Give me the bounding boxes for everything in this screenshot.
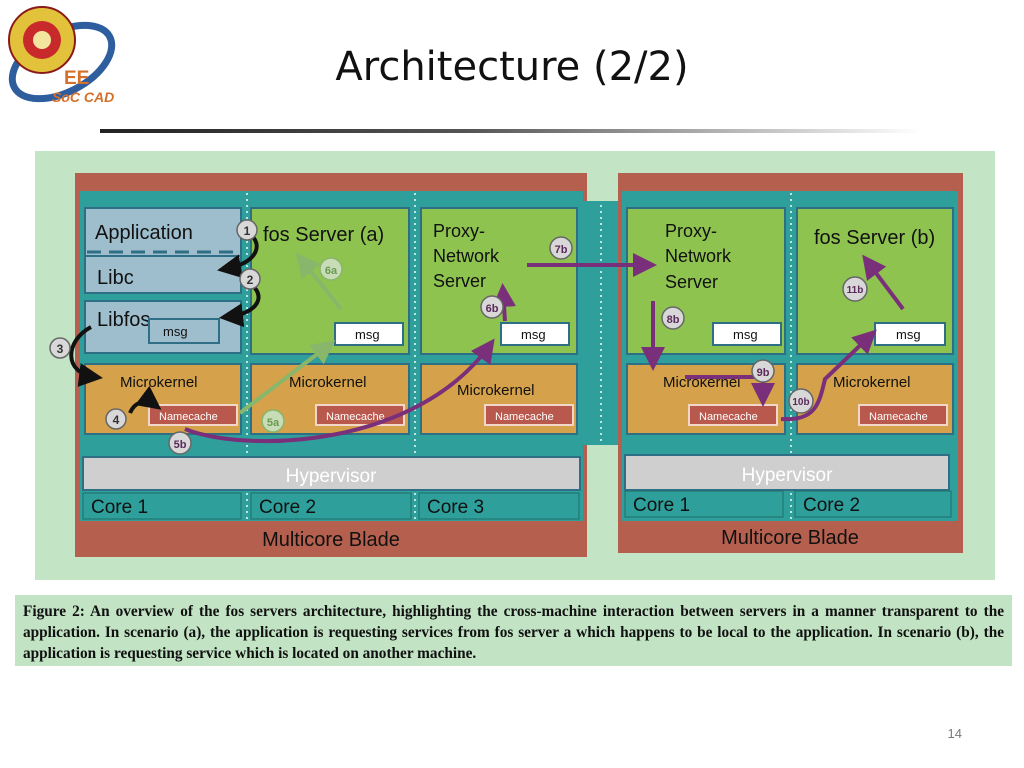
svg-text:11b: 11b — [847, 285, 864, 296]
namecache-b2-label: Namecache — [869, 411, 928, 423]
application-label: Application — [95, 222, 193, 244]
fos-server-a-label: fos Server (a) — [263, 224, 384, 246]
libc-label: Libc — [97, 267, 134, 289]
microkernel-a2-label: Microkernel — [289, 374, 367, 391]
arrow-step-4 — [128, 385, 162, 414]
badge-6a: 6a — [319, 257, 343, 281]
step-badges: 1 2 3 4 5a 5b 6a 6b 7b 8b 9b 10b 11b — [49, 219, 868, 455]
machine-a: Application Libc Libfos msg fos Server (… — [75, 173, 587, 557]
proxy-a-line-1: Proxy- — [433, 221, 485, 241]
hypervisor-a-label: Hypervisor — [286, 466, 377, 487]
svg-text:6b: 6b — [486, 303, 499, 315]
badge-7b: 7b — [549, 236, 573, 260]
core-a3 — [418, 492, 580, 520]
msg-label-proxy-b: msg — [733, 327, 758, 342]
proxy-a-line-3: Server — [433, 271, 486, 291]
svg-text:4: 4 — [113, 413, 120, 427]
msg-box-libfos — [148, 318, 220, 344]
badge-4: 4 — [105, 408, 127, 430]
arrow-step-3 — [69, 325, 103, 387]
logo-soc-cad-text: SoC CAD — [52, 89, 114, 105]
title-divider — [100, 129, 920, 133]
badge-2: 2 — [239, 268, 261, 290]
svg-text:6a: 6a — [325, 265, 338, 277]
namecache-a3 — [484, 404, 574, 426]
machine-b: Proxy- Network Server msg fos Server (b)… — [618, 173, 963, 553]
core-b2 — [794, 490, 952, 518]
badge-9b: 9b — [751, 359, 775, 383]
arrow-step-11b — [862, 254, 905, 311]
namecache-b2 — [858, 404, 948, 426]
hypervisor-b — [624, 454, 950, 491]
arrow-step-10b — [780, 329, 877, 422]
proxy-a-line-2: Network — [433, 246, 500, 266]
application-box — [84, 207, 242, 257]
arrow-step-5b — [184, 338, 495, 444]
svg-text:2: 2 — [247, 273, 254, 287]
namecache-a1 — [148, 404, 238, 426]
core-a1-label: Core 1 — [91, 497, 148, 518]
svg-text:5b: 5b — [174, 439, 187, 451]
namecache-a1-label: Namecache — [159, 411, 218, 423]
figure-caption: Figure 2: An overview of the fos servers… — [23, 603, 1004, 662]
slide-title: Architecture (2/2) — [335, 44, 689, 90]
libc-box — [84, 255, 242, 294]
msg-box-proxy-b — [712, 322, 782, 346]
msg-label-libfos: msg — [163, 324, 188, 339]
svg-text:10b: 10b — [792, 397, 809, 408]
badge-1: 1 — [236, 219, 258, 241]
core-a2-label: Core 2 — [259, 497, 316, 518]
svg-text:3: 3 — [57, 342, 64, 356]
badge-5b: 5b — [168, 431, 192, 455]
msg-label-fos-a: msg — [355, 327, 380, 342]
hypervisor-a — [82, 456, 581, 491]
svg-text:8b: 8b — [667, 314, 680, 326]
core-b1-label: Core 1 — [633, 495, 690, 516]
proxy-b-line-2: Network — [665, 246, 732, 266]
blade-a-label: Multicore Blade — [262, 529, 400, 551]
core-a3-label: Core 3 — [427, 497, 484, 518]
arrow-step-6b — [492, 283, 517, 322]
svg-text:5a: 5a — [267, 417, 280, 429]
badge-8b: 8b — [661, 306, 685, 330]
proxy-b-line-1: Proxy- — [665, 221, 717, 241]
badge-5a: 5a — [261, 409, 285, 433]
core-b2-label: Core 2 — [803, 495, 860, 516]
msg-label-proxy-a: msg — [521, 327, 546, 342]
badge-3: 3 — [49, 337, 71, 359]
blade-b-label: Multicore Blade — [721, 527, 859, 549]
fos-server-b-label: fos Server (b) — [814, 227, 935, 249]
svg-text:9b: 9b — [757, 367, 770, 379]
namecache-a3-label: Namecache — [495, 411, 554, 423]
logo-ee-text: EE — [64, 68, 89, 89]
namecache-a2-label: Namecache — [326, 411, 385, 423]
core-b1 — [624, 490, 784, 518]
arrow-step-6a — [296, 252, 343, 311]
hypervisor-b-label: Hypervisor — [742, 465, 833, 486]
microkernel-a3-label: Microkernel — [457, 382, 535, 399]
microkernel-b2-label: Microkernel — [833, 374, 911, 391]
core-a1 — [82, 492, 242, 520]
libfos-label: Libfos — [97, 309, 150, 331]
core-a2 — [250, 492, 412, 520]
svg-text:7b: 7b — [555, 244, 568, 256]
svg-text:1: 1 — [244, 224, 251, 238]
badge-10b: 10b — [788, 388, 814, 414]
badge-11b: 11b — [842, 276, 868, 302]
namecache-b1-label: Namecache — [699, 411, 758, 423]
badge-6b: 6b — [480, 295, 504, 319]
msg-label-fos-b: msg — [896, 327, 921, 342]
page-number: 14 — [947, 726, 962, 741]
msg-box-proxy-a — [500, 322, 570, 346]
microkernel-a1-label: Microkernel — [120, 374, 198, 391]
arrow-step-5a — [238, 340, 336, 415]
architecture-diagram: Application Libc Libfos msg fos Server (… — [35, 151, 995, 580]
namecache-b1 — [688, 404, 778, 426]
university-logo: EE SoC CAD — [8, 6, 116, 105]
msg-box-fos-a — [334, 322, 404, 346]
figure-caption-box: Figure 2: An overview of the fos servers… — [15, 595, 1012, 666]
proxy-b-line-3: Server — [665, 272, 718, 292]
